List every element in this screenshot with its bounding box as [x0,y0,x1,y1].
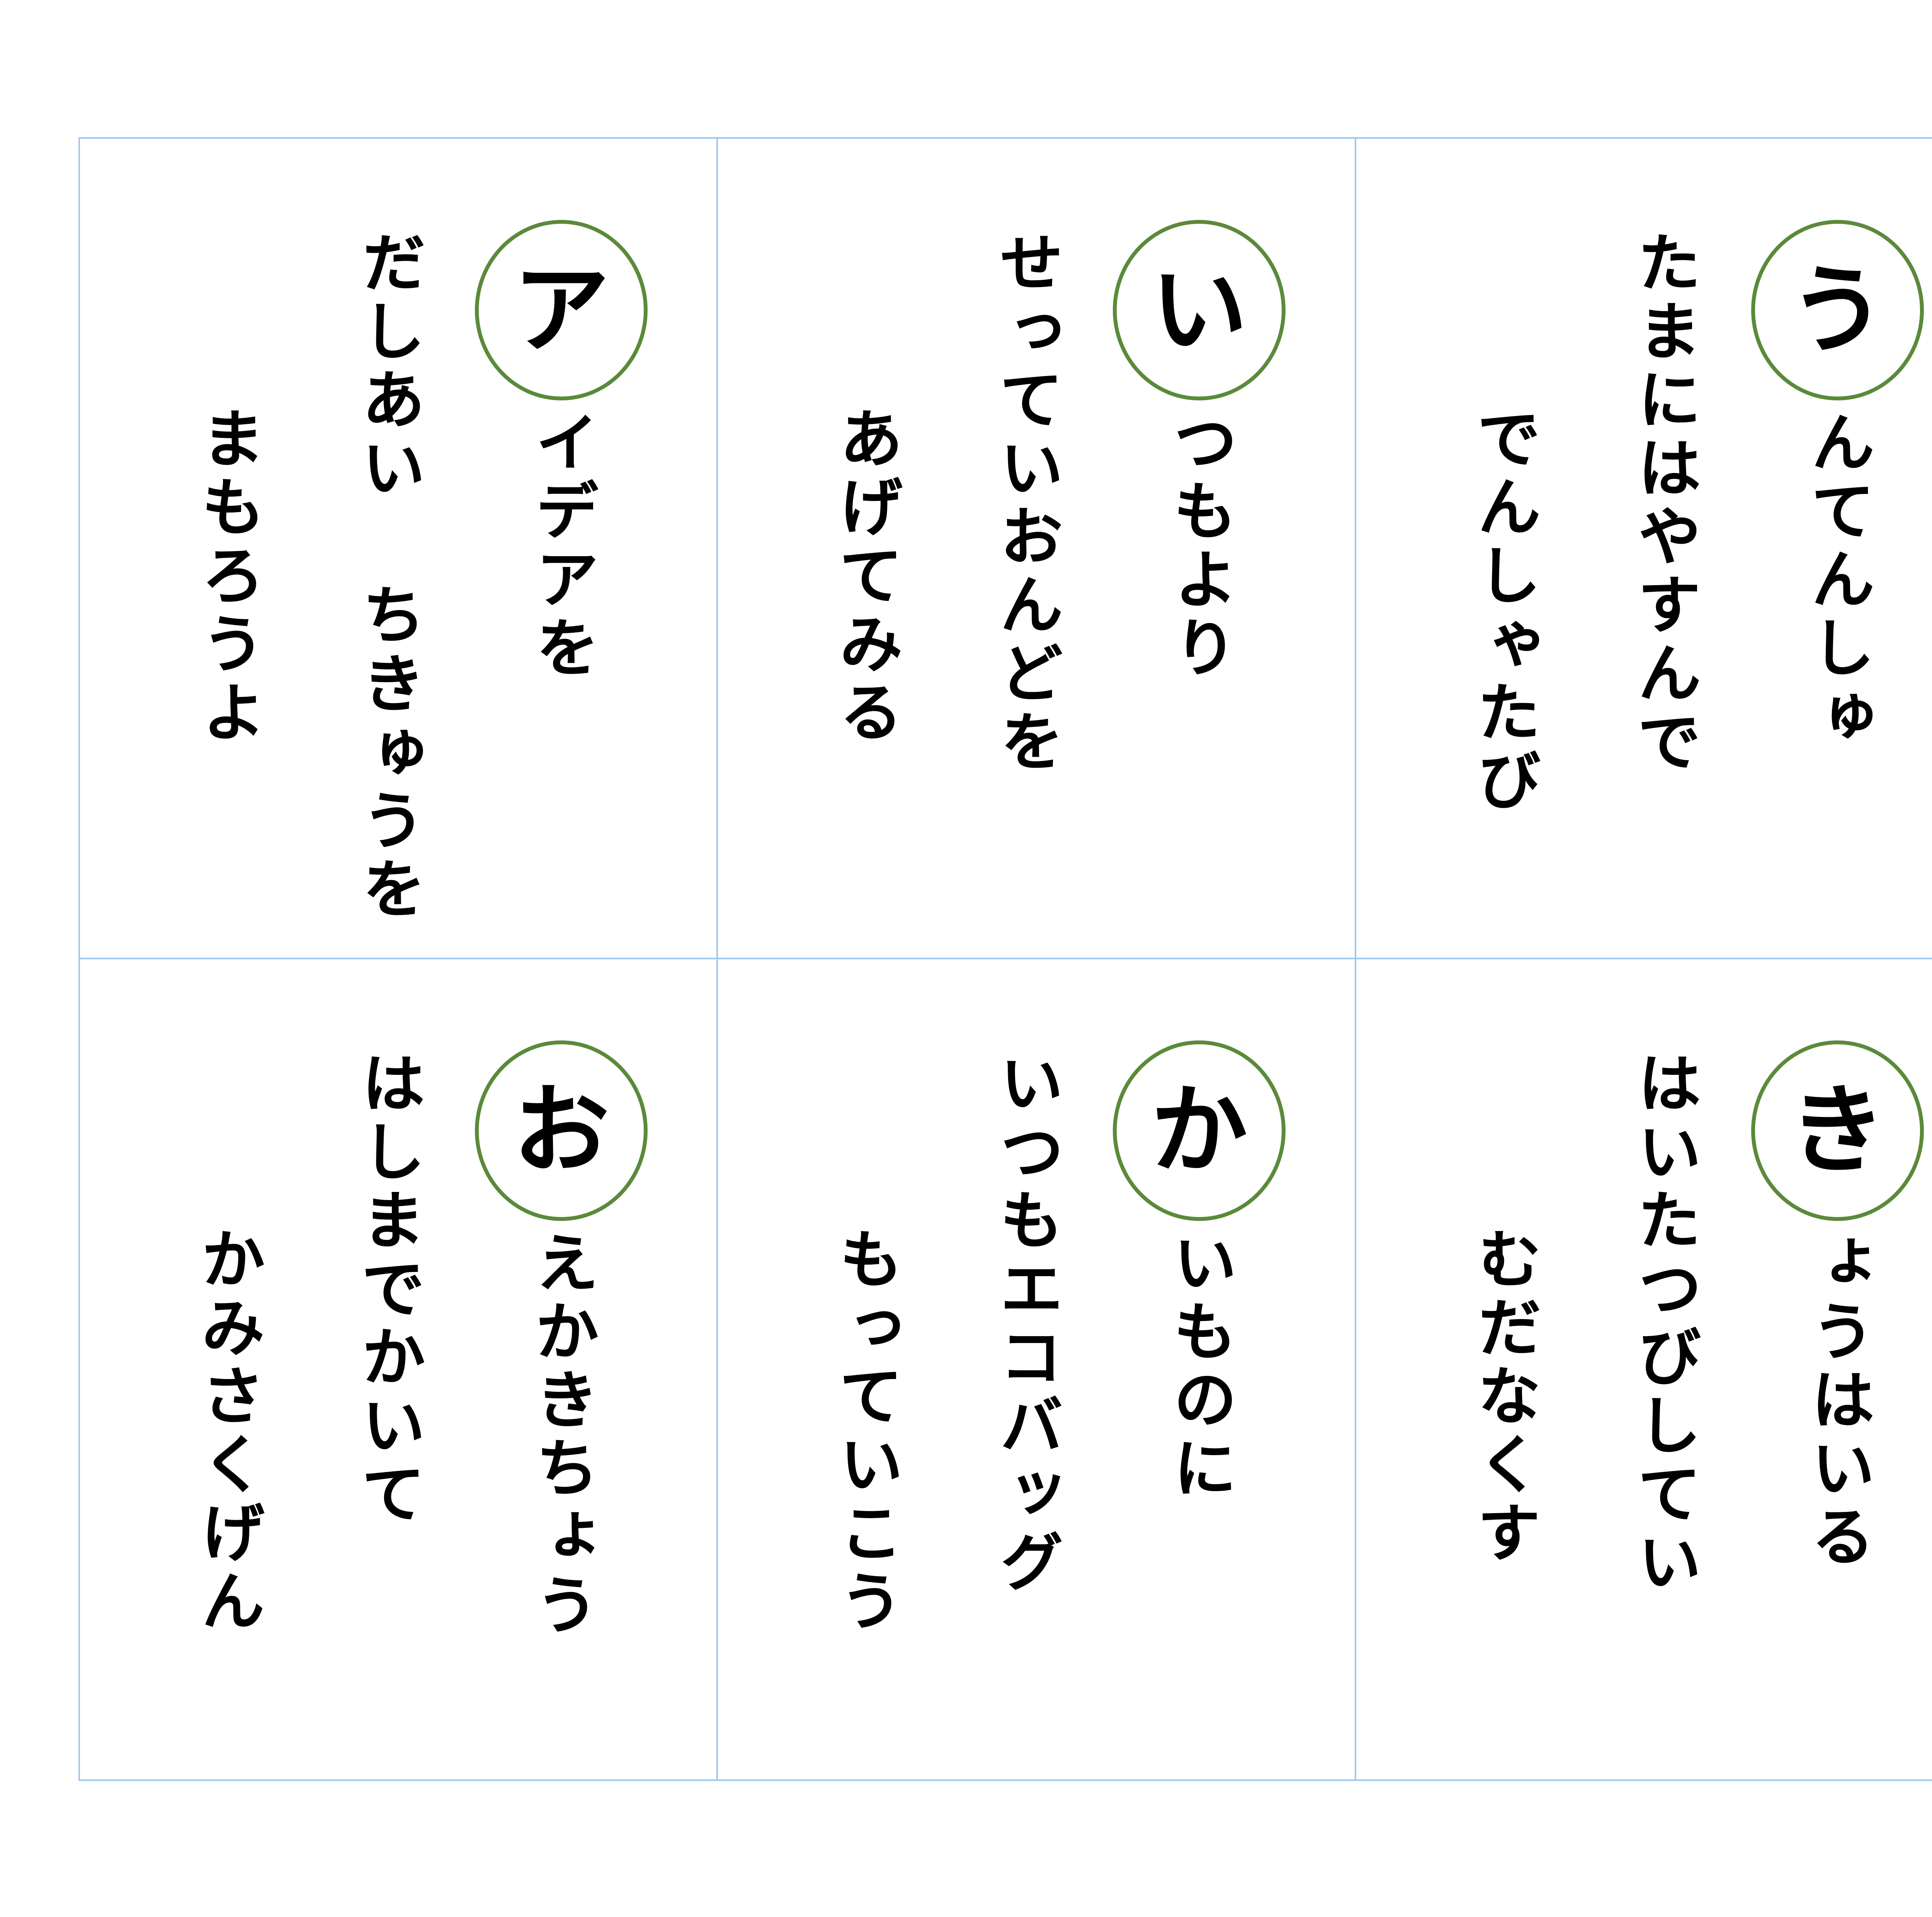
card-line-2: はしまでかいて [351,1050,425,1529]
card-line-2: たまにはやすんで [1627,230,1701,777]
card-line-3: あげてみる [828,405,903,747]
card-line-3: かみさくげん [190,1226,265,1636]
initial-letter-circle: か [1113,1040,1286,1221]
card-line-2: だしあい ちきゅうを [351,230,425,924]
card-line-1: ょうはいる [1800,1229,1875,1572]
card-line-1: えかきちょう [524,1229,599,1640]
initial-letter-circle: お [475,1040,648,1221]
karuta-card-ki: き ょうはいる はいたつびしてい むだなくす [1356,959,1932,1779]
card-line-1: イデアを [524,409,599,683]
initial-letter-circle: ア [475,220,648,400]
karuta-card-sheet: ア イデアを だしあい ちきゅうを まもろうよ い つもより せっていおんどを … [78,137,1932,1781]
initial-letter-circle: い [1113,220,1286,400]
card-line-2: せっていおんどを [989,230,1063,777]
card-line-1: いものに [1162,1229,1237,1503]
card-line-1: つもより [1162,409,1237,683]
card-line-2: はいたつびしてい [1627,1050,1701,1597]
karuta-card-i: い つもより せっていおんどを あげてみる [718,139,1356,959]
karuta-card-o: お えかきちょう はしまでかいて かみさくげん [80,959,718,1779]
karuta-card-a: ア イデアを だしあい ちきゅうを まもろうよ [80,139,718,959]
karuta-card-ka: か いものに いつもエコバッグ もっていこう [718,959,1356,1779]
initial-letter-circle: き [1751,1040,1924,1221]
card-line-1: んてんしゅ [1800,409,1875,751]
card-line-3: でんしゃたび [1466,405,1541,816]
card-line-3: まもろうよ [190,405,265,747]
initial-letter-circle: う [1751,220,1924,400]
card-line-3: もっていこう [828,1226,903,1636]
card-line-2: いつもエコバッグ [989,1050,1063,1597]
card-line-3: むだなくす [1466,1226,1541,1568]
karuta-card-u: う んてんしゅ たまにはやすんで でんしゃたび [1356,139,1932,959]
